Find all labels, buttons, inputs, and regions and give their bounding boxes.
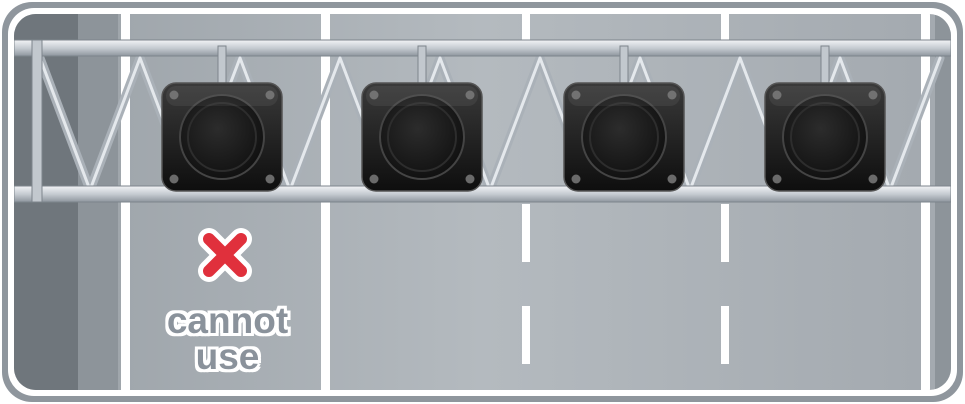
red-x-icon: [209, 239, 241, 271]
blocked-lane-label-line2: use: [150, 338, 305, 375]
blocked-lane-label-line1: cannot: [150, 302, 305, 339]
